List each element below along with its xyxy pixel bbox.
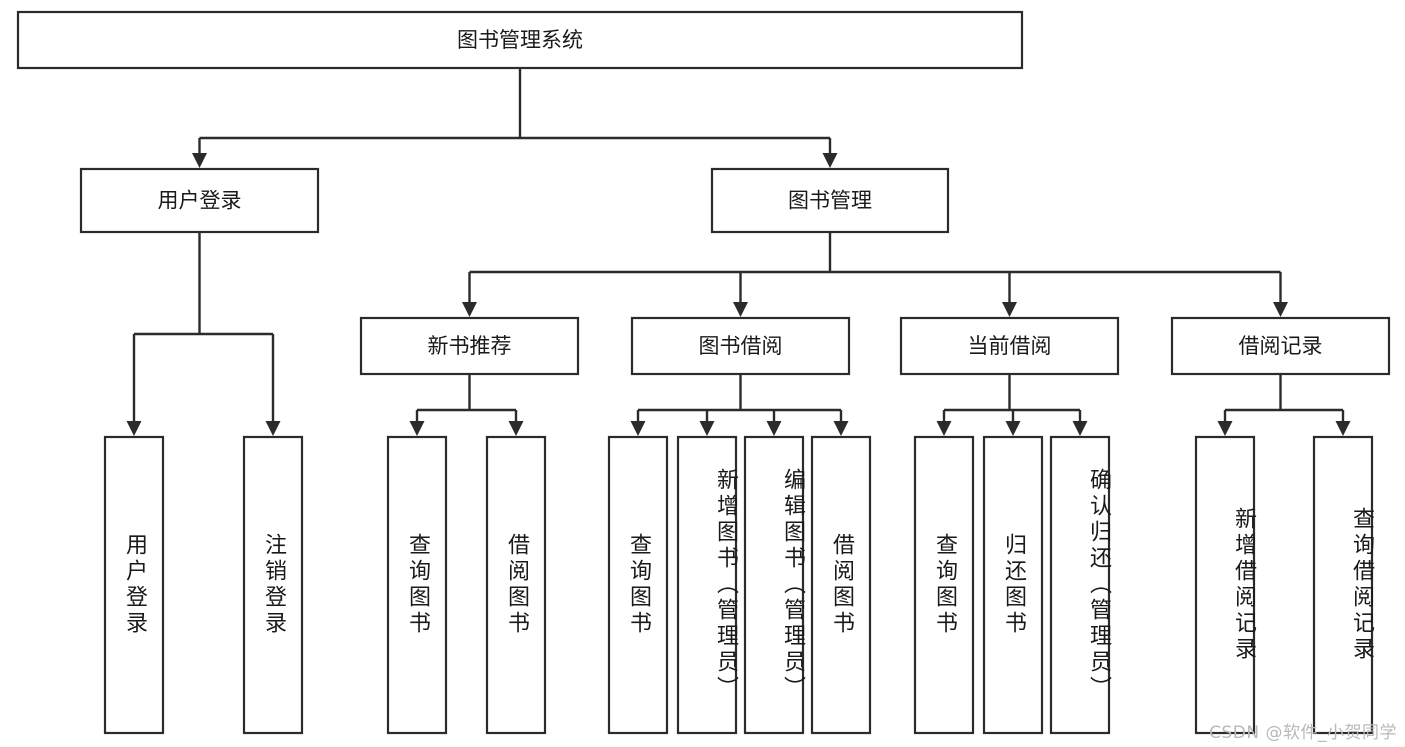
connector-layer <box>126 68 1351 436</box>
node-label: 图书管理系统 <box>457 28 583 52</box>
node-leaf-box[interactable] <box>1194 435 1256 735</box>
arrow-head-icon <box>1002 302 1017 317</box>
node-level2[interactable]: 用户登录 <box>79 167 320 234</box>
arrow-head-icon <box>462 302 477 317</box>
arrow-head-icon <box>192 153 207 168</box>
node-label: 图书借阅 <box>699 334 783 358</box>
node-leaf-box[interactable] <box>386 435 448 735</box>
arrow-head-icon <box>766 421 782 436</box>
arrow-head-icon <box>1072 421 1088 436</box>
node-leaf-box[interactable] <box>982 435 1044 735</box>
arrow-head-icon <box>822 153 838 168</box>
node-leaf-box[interactable] <box>1312 435 1374 735</box>
arrow-head-icon <box>936 421 952 436</box>
node-label: 当前借阅 <box>968 334 1052 358</box>
arrow-head-icon <box>1273 302 1288 317</box>
node-leaf-box[interactable] <box>743 435 805 735</box>
arrow-head-icon <box>265 421 281 436</box>
arrow-head-icon <box>1217 421 1233 436</box>
node-root[interactable]: 图书管理系统 <box>16 10 1024 70</box>
arrow-head-icon <box>699 421 715 436</box>
node-level3[interactable]: 借阅记录 <box>1170 316 1391 376</box>
arrow-head-icon <box>630 421 646 436</box>
node-leaf-box[interactable] <box>676 435 738 735</box>
node-leaf-box[interactable] <box>242 435 304 735</box>
node-box[interactable] <box>710 167 950 234</box>
node-label: 借阅记录 <box>1239 334 1323 358</box>
node-box[interactable] <box>630 316 851 376</box>
node-level3[interactable]: 当前借阅 <box>899 316 1120 376</box>
node-level2[interactable]: 图书管理 <box>710 167 950 234</box>
arrow-head-icon <box>126 421 142 436</box>
node-leaf-box[interactable] <box>103 435 165 735</box>
watermark-text: CSDN @软件_小贺同学 <box>1209 723 1397 743</box>
arrow-head-icon <box>409 421 425 436</box>
node-level3[interactable]: 图书借阅 <box>630 316 851 376</box>
node-label: 图书管理 <box>788 189 872 213</box>
node-leaf-box[interactable] <box>607 435 669 735</box>
node-box[interactable] <box>359 316 580 376</box>
node-box[interactable] <box>899 316 1120 376</box>
arrow-head-icon <box>833 421 849 436</box>
arrow-head-icon <box>1005 421 1021 436</box>
node-leaf-box[interactable] <box>810 435 872 735</box>
node-leaf-box[interactable] <box>913 435 975 735</box>
node-box[interactable] <box>1170 316 1391 376</box>
node-label: 用户登录 <box>158 189 242 213</box>
arrow-head-icon <box>1335 421 1351 436</box>
arrow-head-icon <box>733 302 748 317</box>
node-box[interactable] <box>16 10 1024 70</box>
node-level3[interactable]: 新书推荐 <box>359 316 580 376</box>
node-box[interactable] <box>79 167 320 234</box>
node-leaf-box[interactable] <box>1049 435 1111 735</box>
node-label: 新书推荐 <box>428 334 512 358</box>
node-leaf-box[interactable] <box>485 435 547 735</box>
arrow-head-icon <box>508 421 524 436</box>
